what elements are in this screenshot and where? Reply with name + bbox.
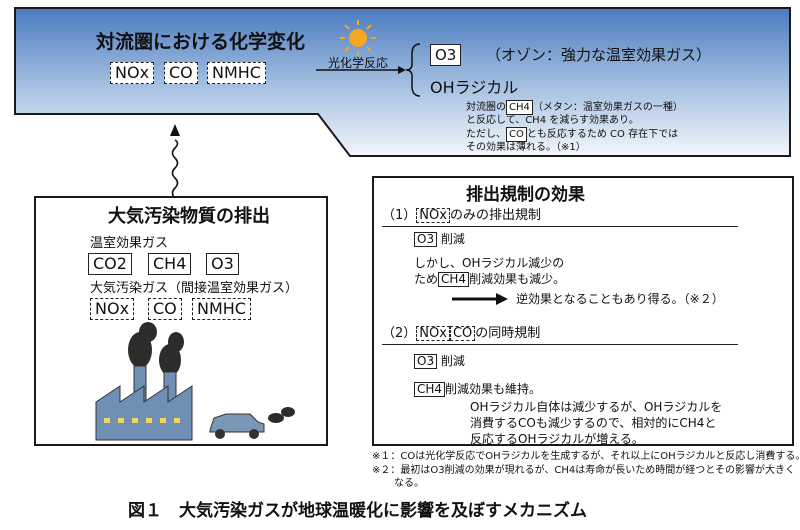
case2-o3-line: O3 削減 <box>414 354 465 369</box>
case2-line3: 反応するOHラジカルが増える。 <box>470 432 644 446</box>
emission-title: 大気汚染物質の排出 <box>108 206 270 227</box>
pollutant-co: CO <box>164 62 198 84</box>
ghg-label: 温室効果ガス <box>90 236 169 251</box>
case2-ch4-box: CH4 <box>414 382 446 397</box>
pollutant-nox: NOx <box>110 62 155 84</box>
regulation-title: 排出規制の効果 <box>466 185 585 205</box>
ch4-inline-box: CH4 <box>506 100 533 115</box>
sun-icon <box>340 20 376 56</box>
indirect-label: 大気汚染ガス（間接温室効果ガス） <box>90 281 299 296</box>
car-icon <box>209 413 265 439</box>
figure-caption: 図１ 大気汚染ガスが地球温暖化に影響を及ぼすメカニズム <box>128 501 587 521</box>
case2-nox-box: NOx <box>416 326 450 341</box>
top-panel-shape <box>14 7 791 157</box>
case1-o3-box: O3 <box>414 232 438 247</box>
emission-arrow <box>170 124 180 199</box>
case2-co-box: CO <box>449 326 476 341</box>
smoke-icon <box>128 322 184 376</box>
pollutant-nmhc: NMHC <box>207 62 266 84</box>
oh-radical-title: OHラジカル <box>430 78 519 97</box>
case1-arrow-text: 逆効果となることもあり得る。（※２） <box>516 292 724 306</box>
adverse-effect-arrow <box>452 293 508 305</box>
ghg-ch4: CH4 <box>148 253 192 275</box>
o3-description: （オゾン：強力な温室効果ガス） <box>486 46 712 64</box>
note-2-cont: なる。 <box>394 478 424 489</box>
top-panel-title: 対流圏における化学変化 <box>96 31 306 53</box>
note-2: ※２：最初はO3削減の効果が現れるが、CH4は寿命が長いため時間が経つとその影響… <box>372 465 795 476</box>
case1-ch4-box: CH4 <box>438 272 470 287</box>
case2-divider <box>382 344 738 345</box>
factory-icon <box>95 365 193 441</box>
factory-illustration <box>95 322 295 441</box>
case2-o3-box: O3 <box>414 354 438 369</box>
o3-box: O3 <box>430 44 462 66</box>
photochemical-label: 光化学反応 <box>328 56 389 70</box>
brace-icon <box>405 43 421 97</box>
ghg-co2: CO2 <box>88 253 132 275</box>
case1-o3-line: O3 削減 <box>414 232 465 247</box>
indirect-nox: NOx <box>90 298 135 320</box>
note-1: ※１：COは光化学反応でOHラジカルを生成するが、それ以上にOHラジカルと反応し… <box>372 451 800 462</box>
oh-line-2: と反応して、CH4 を減らす効果あり。 <box>466 115 639 126</box>
case2-line2: 消費するCOも減少するので、相対的にCH4と <box>470 416 717 430</box>
co-inline-box: CO <box>506 127 527 142</box>
case1-divider <box>382 226 738 227</box>
indirect-nmhc: NMHC <box>192 298 251 320</box>
ghg-o3: O3 <box>206 253 239 275</box>
case1-nox-box: NOx <box>416 208 450 223</box>
oh-line-4: その効果は薄れる。（※1） <box>466 142 586 153</box>
indirect-co: CO <box>148 298 182 320</box>
case1-line1: しかし、OHラジカル減少の <box>414 256 565 270</box>
case2-line1: OHラジカル自体は減少するが、OHラジカルを <box>470 400 723 414</box>
exhaust-icon <box>268 407 295 423</box>
